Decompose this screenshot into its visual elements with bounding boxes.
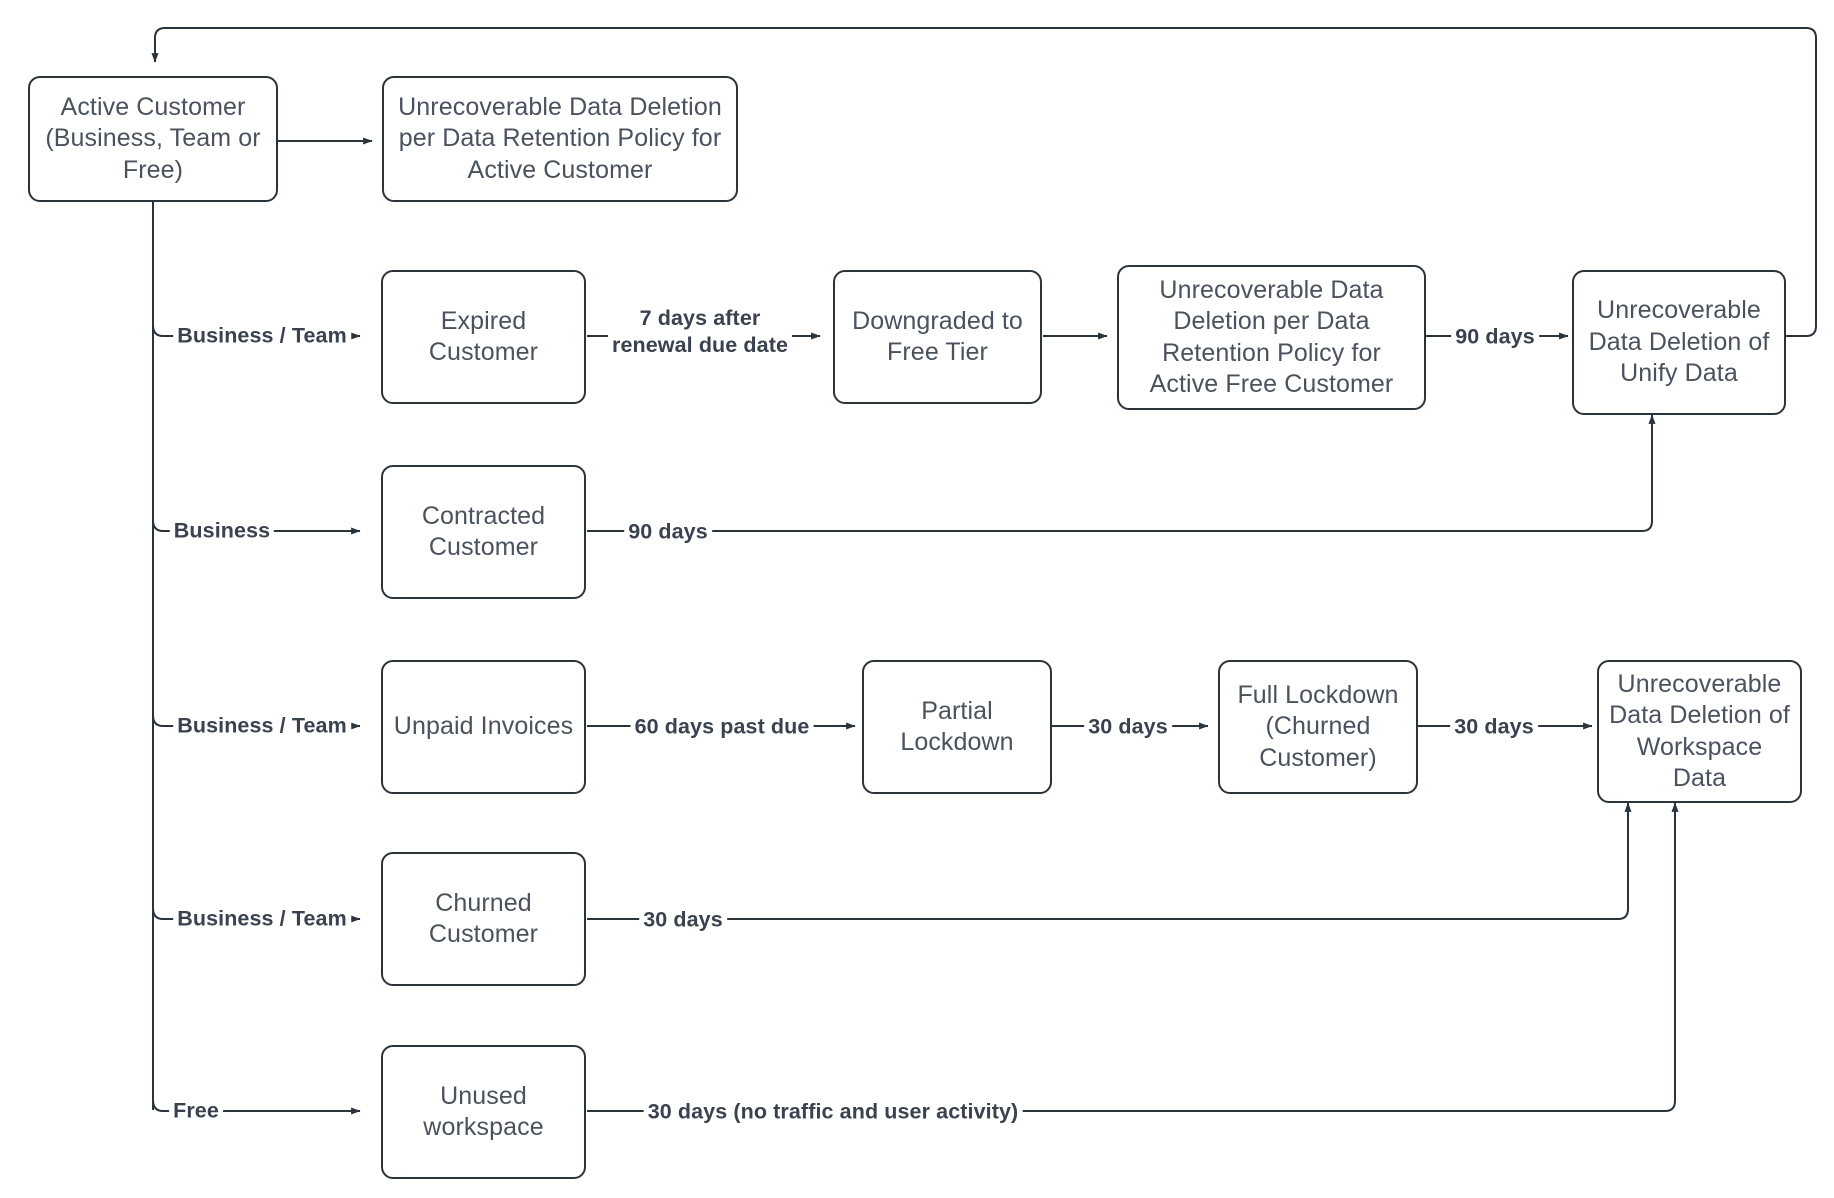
node-active-customer[interactable]: Active Customer (Business, Team or Free) — [28, 76, 278, 202]
node-label: Unpaid Invoices — [393, 712, 574, 741]
node-deletion-active-customer[interactable]: Unrecoverable Data Deletion per Data Ret… — [382, 76, 738, 202]
node-label: Downgraded to Free Tier — [852, 306, 1023, 367]
node-label: Active Customer (Business, Team or Free) — [45, 92, 261, 184]
node-unused-workspace[interactable]: Unused workspace — [381, 1045, 586, 1179]
edge-label-churned-to-workspace-deletion: 30 days — [639, 906, 727, 934]
edge-branch-contracted — [152, 519, 361, 535]
node-partial-lockdown[interactable]: Partial Lockdown — [862, 660, 1052, 794]
node-label: Unrecoverable Data Deletion of Unify Dat… — [1588, 296, 1770, 388]
node-label: Unrecoverable Data Deletion of Workspace… — [1609, 669, 1790, 793]
node-label: Unrecoverable Data Deletion per Data Ret… — [398, 92, 722, 184]
node-deletion-unify-data[interactable]: Unrecoverable Data Deletion of Unify Dat… — [1572, 270, 1786, 415]
edge-unused-workspace — [587, 802, 1679, 1112]
node-label: Partial Lockdown — [900, 696, 1014, 757]
node-unpaid-invoices[interactable]: Unpaid Invoices — [381, 660, 586, 794]
edge-label-partial-to-full: 30 days — [1084, 713, 1172, 741]
edge-label-contracted-to-unify: 90 days — [624, 518, 712, 546]
node-label: Expired Customer — [428, 306, 539, 367]
node-label: Unused workspace — [423, 1081, 544, 1142]
edge-label-branch-business-team-unpaid: Business / Team — [173, 712, 351, 740]
edge-label-branch-business-team-expired: Business / Team — [173, 322, 351, 350]
node-label: Full Lockdown (Churned Customer) — [1237, 680, 1399, 772]
edge-label-free-deletion-to-unify: 90 days — [1451, 323, 1539, 351]
edge-branch-unpaid — [152, 714, 361, 730]
node-label: Contracted Customer — [421, 501, 546, 562]
edge-label-expired-to-downgraded: 7 days after renewal due date — [607, 305, 793, 359]
node-label: Churned Customer — [428, 888, 539, 949]
edge-label-full-to-workspace-deletion: 30 days — [1450, 713, 1538, 741]
node-deletion-workspace-data[interactable]: Unrecoverable Data Deletion of Workspace… — [1597, 660, 1802, 803]
edge-label-branch-free-unused: Free — [169, 1097, 223, 1125]
node-label: Unrecoverable Data Deletion per Data Ret… — [1149, 275, 1394, 399]
edge-contracted-unify — [587, 414, 1656, 532]
edge-label-unused-to-workspace-deletion: 30 days (no traffic and user activity) — [643, 1098, 1023, 1126]
edge-branch-churned — [152, 907, 361, 923]
edge-label-branch-business-contracted: Business — [169, 517, 275, 545]
edge-branch-expired — [152, 324, 361, 340]
edge-label-branch-business-team-churned: Business / Team — [173, 905, 351, 933]
edge-unify-to-active — [151, 27, 1817, 337]
node-contracted-customer[interactable]: Contracted Customer — [381, 465, 586, 599]
edge-churned-workspace — [587, 802, 1632, 920]
node-churned-customer[interactable]: Churned Customer — [381, 852, 586, 986]
node-full-lockdown[interactable]: Full Lockdown (Churned Customer) — [1218, 660, 1418, 794]
edge-label-unpaid-to-partial: 60 days past due — [630, 713, 814, 741]
node-downgraded-free-tier[interactable]: Downgraded to Free Tier — [833, 270, 1042, 404]
edge-branch-unused — [152, 1099, 361, 1115]
node-expired-customer[interactable]: Expired Customer — [381, 270, 586, 404]
node-deletion-active-free-customer[interactable]: Unrecoverable Data Deletion per Data Ret… — [1117, 265, 1426, 410]
